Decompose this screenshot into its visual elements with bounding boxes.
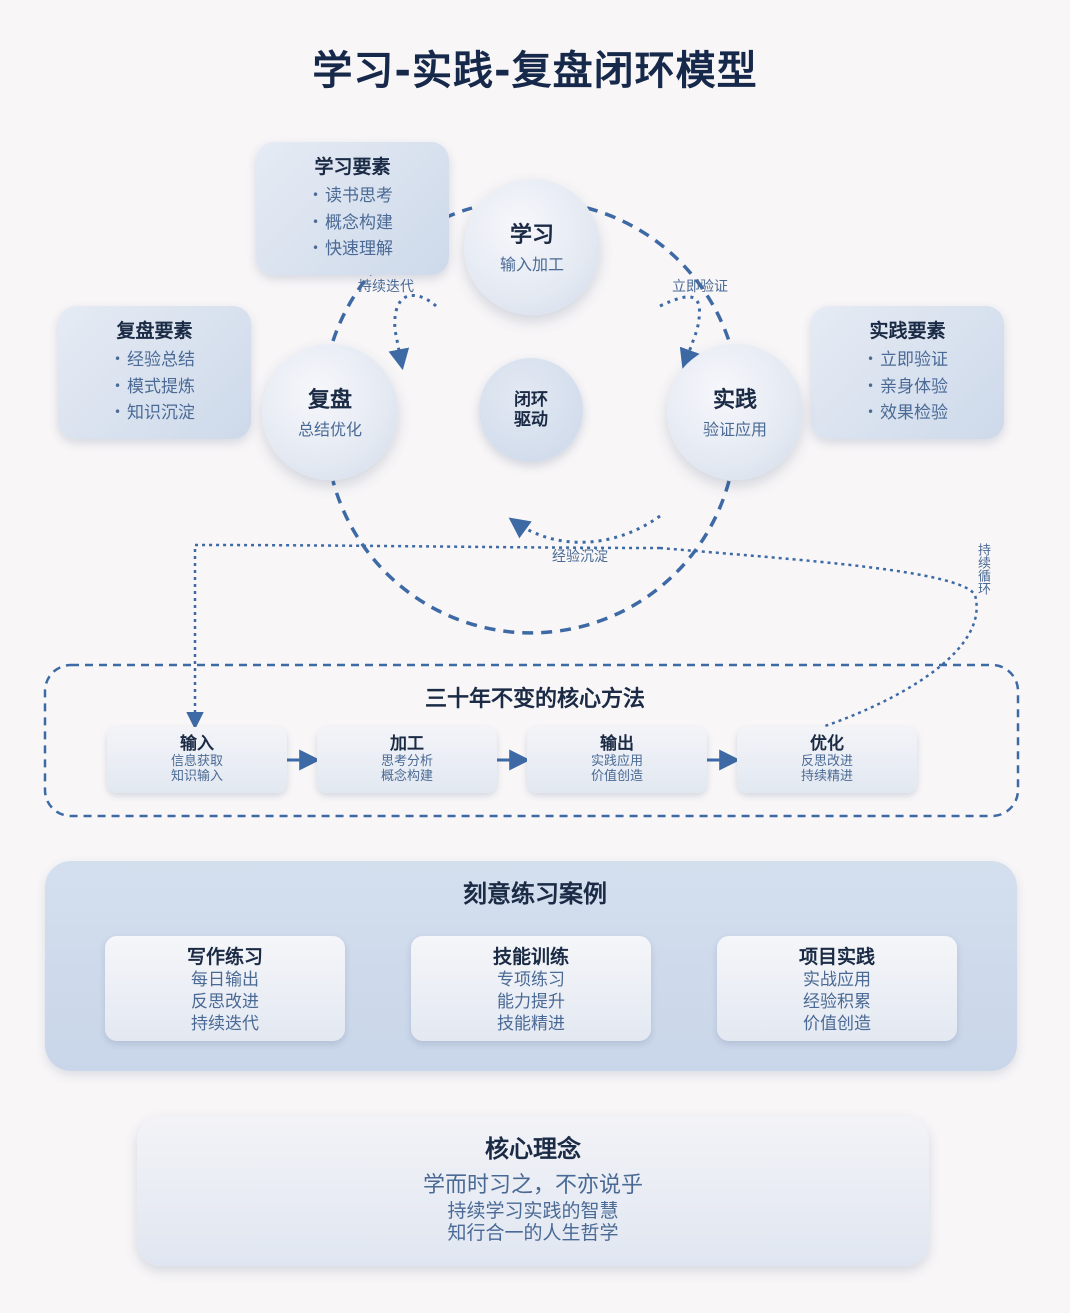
case-card-writing: 写作练习 每日输出 反思改进 持续迭代 — [105, 936, 345, 1041]
center-node-line1: 闭环 — [514, 390, 548, 410]
method-step-output: 输出 实践应用 价值创造 — [527, 727, 707, 793]
practice-node: 实践 验证应用 — [667, 344, 803, 480]
method-title: 三十年不变的核心方法 — [424, 687, 645, 712]
learn-elements-title: 学习要素 — [314, 156, 391, 178]
step-title: 输入 — [180, 734, 214, 754]
connector-cycle — [659, 546, 978, 728]
list-item: 读书思考 — [256, 183, 449, 210]
connector-to-input — [186, 543, 661, 730]
review-node: 复盘 总结优化 — [262, 344, 398, 480]
method-frame — [43, 663, 1020, 818]
edge-label-settle: 经验沉淀 — [552, 549, 608, 565]
practice-elements-title: 实践要素 — [869, 320, 946, 342]
practice-node-title: 实践 — [712, 388, 757, 413]
core-line: 持续学习实践的智慧 — [447, 1200, 619, 1222]
method-step-optimize: 优化 反思改进 持续精进 — [737, 727, 917, 793]
step-line: 实践应用 — [590, 754, 643, 769]
arrow-iterate — [388, 293, 437, 371]
case-title: 技能训练 — [492, 946, 569, 968]
list-item: 知识沉淀 — [58, 400, 251, 427]
case-line: 专项练习 — [497, 970, 565, 990]
step-title: 优化 — [810, 734, 844, 754]
list-item: 概念构建 — [256, 210, 449, 237]
list-item: 立即验证 — [811, 347, 1004, 374]
case-title: 写作练习 — [186, 946, 263, 968]
case-line: 持续迭代 — [191, 1014, 259, 1034]
center-node: 闭环 驱动 — [479, 358, 583, 462]
step-line: 信息获取 — [170, 754, 223, 769]
cycle-arc-bottom — [331, 480, 731, 635]
step-line: 反思改进 — [800, 754, 853, 769]
core-title: 核心理念 — [485, 1135, 581, 1163]
method-step-process: 加工 思考分析 概念构建 — [317, 727, 497, 793]
edge-label-iterate: 持续迭代 — [358, 279, 414, 295]
learn-node-subtitle: 输入加工 — [499, 255, 564, 274]
core-main-quote: 学而时习之，不亦说乎 — [422, 1173, 643, 1198]
edge-label-verify: 立即验证 — [672, 279, 728, 295]
case-line: 价值创造 — [803, 1014, 871, 1034]
review-elements-title: 复盘要素 — [116, 320, 193, 342]
case-line: 反思改进 — [191, 992, 259, 1012]
case-line: 技能精进 — [497, 1014, 565, 1034]
page-title: 学习-实践-复盘闭环模型 — [312, 48, 758, 94]
case-line: 实战应用 — [803, 970, 871, 990]
learn-elements-card: 学习要素 读书思考 概念构建 快速理解 — [256, 142, 449, 275]
review-node-subtitle: 总结优化 — [297, 420, 362, 439]
practice-node-subtitle: 验证应用 — [702, 420, 767, 439]
practice-elements-card: 实践要素 立即验证 亲身体验 效果检验 — [811, 306, 1004, 439]
learn-node: 学习 输入加工 — [464, 179, 600, 315]
list-item: 效果检验 — [811, 400, 1004, 427]
case-card-project: 项目实践 实战应用 经验积累 价值创造 — [717, 936, 957, 1041]
core-line: 知行合一的人生哲学 — [447, 1222, 619, 1244]
step-line: 持续精进 — [800, 769, 853, 784]
case-line: 每日输出 — [191, 970, 259, 990]
case-line: 经验积累 — [803, 992, 871, 1012]
list-item: 亲身体验 — [811, 374, 1004, 401]
step-line: 思考分析 — [380, 754, 433, 769]
arrow-settle — [508, 514, 661, 544]
cases-title: 刻意练习案例 — [463, 880, 607, 908]
step-title: 加工 — [390, 734, 424, 754]
case-line: 能力提升 — [497, 992, 565, 1012]
method-step-input: 输入 信息获取 知识输入 — [107, 727, 287, 793]
step-line: 价值创造 — [590, 769, 643, 784]
case-card-skill: 技能训练 专项练习 能力提升 技能精进 — [411, 936, 651, 1041]
review-elements-card: 复盘要素 经验总结 模式提炼 知识沉淀 — [58, 306, 251, 439]
center-node-line2: 驱动 — [514, 410, 548, 430]
edge-label-cycle: 持续循环 — [975, 543, 990, 595]
step-line: 概念构建 — [380, 769, 433, 784]
step-line: 知识输入 — [170, 769, 223, 784]
list-item: 快速理解 — [256, 236, 449, 263]
case-title: 项目实践 — [798, 946, 875, 968]
arrow-verify — [659, 295, 701, 370]
step-title: 输出 — [600, 734, 634, 754]
core-philosophy-card: 核心理念 学而时习之，不亦说乎 持续学习实践的智慧 知行合一的人生哲学 — [137, 1116, 929, 1266]
cycle-arc-top-right — [586, 206, 731, 342]
learn-node-title: 学习 — [509, 223, 554, 248]
list-item: 模式提炼 — [58, 374, 251, 401]
review-node-title: 复盘 — [307, 388, 352, 413]
list-item: 经验总结 — [58, 347, 251, 374]
